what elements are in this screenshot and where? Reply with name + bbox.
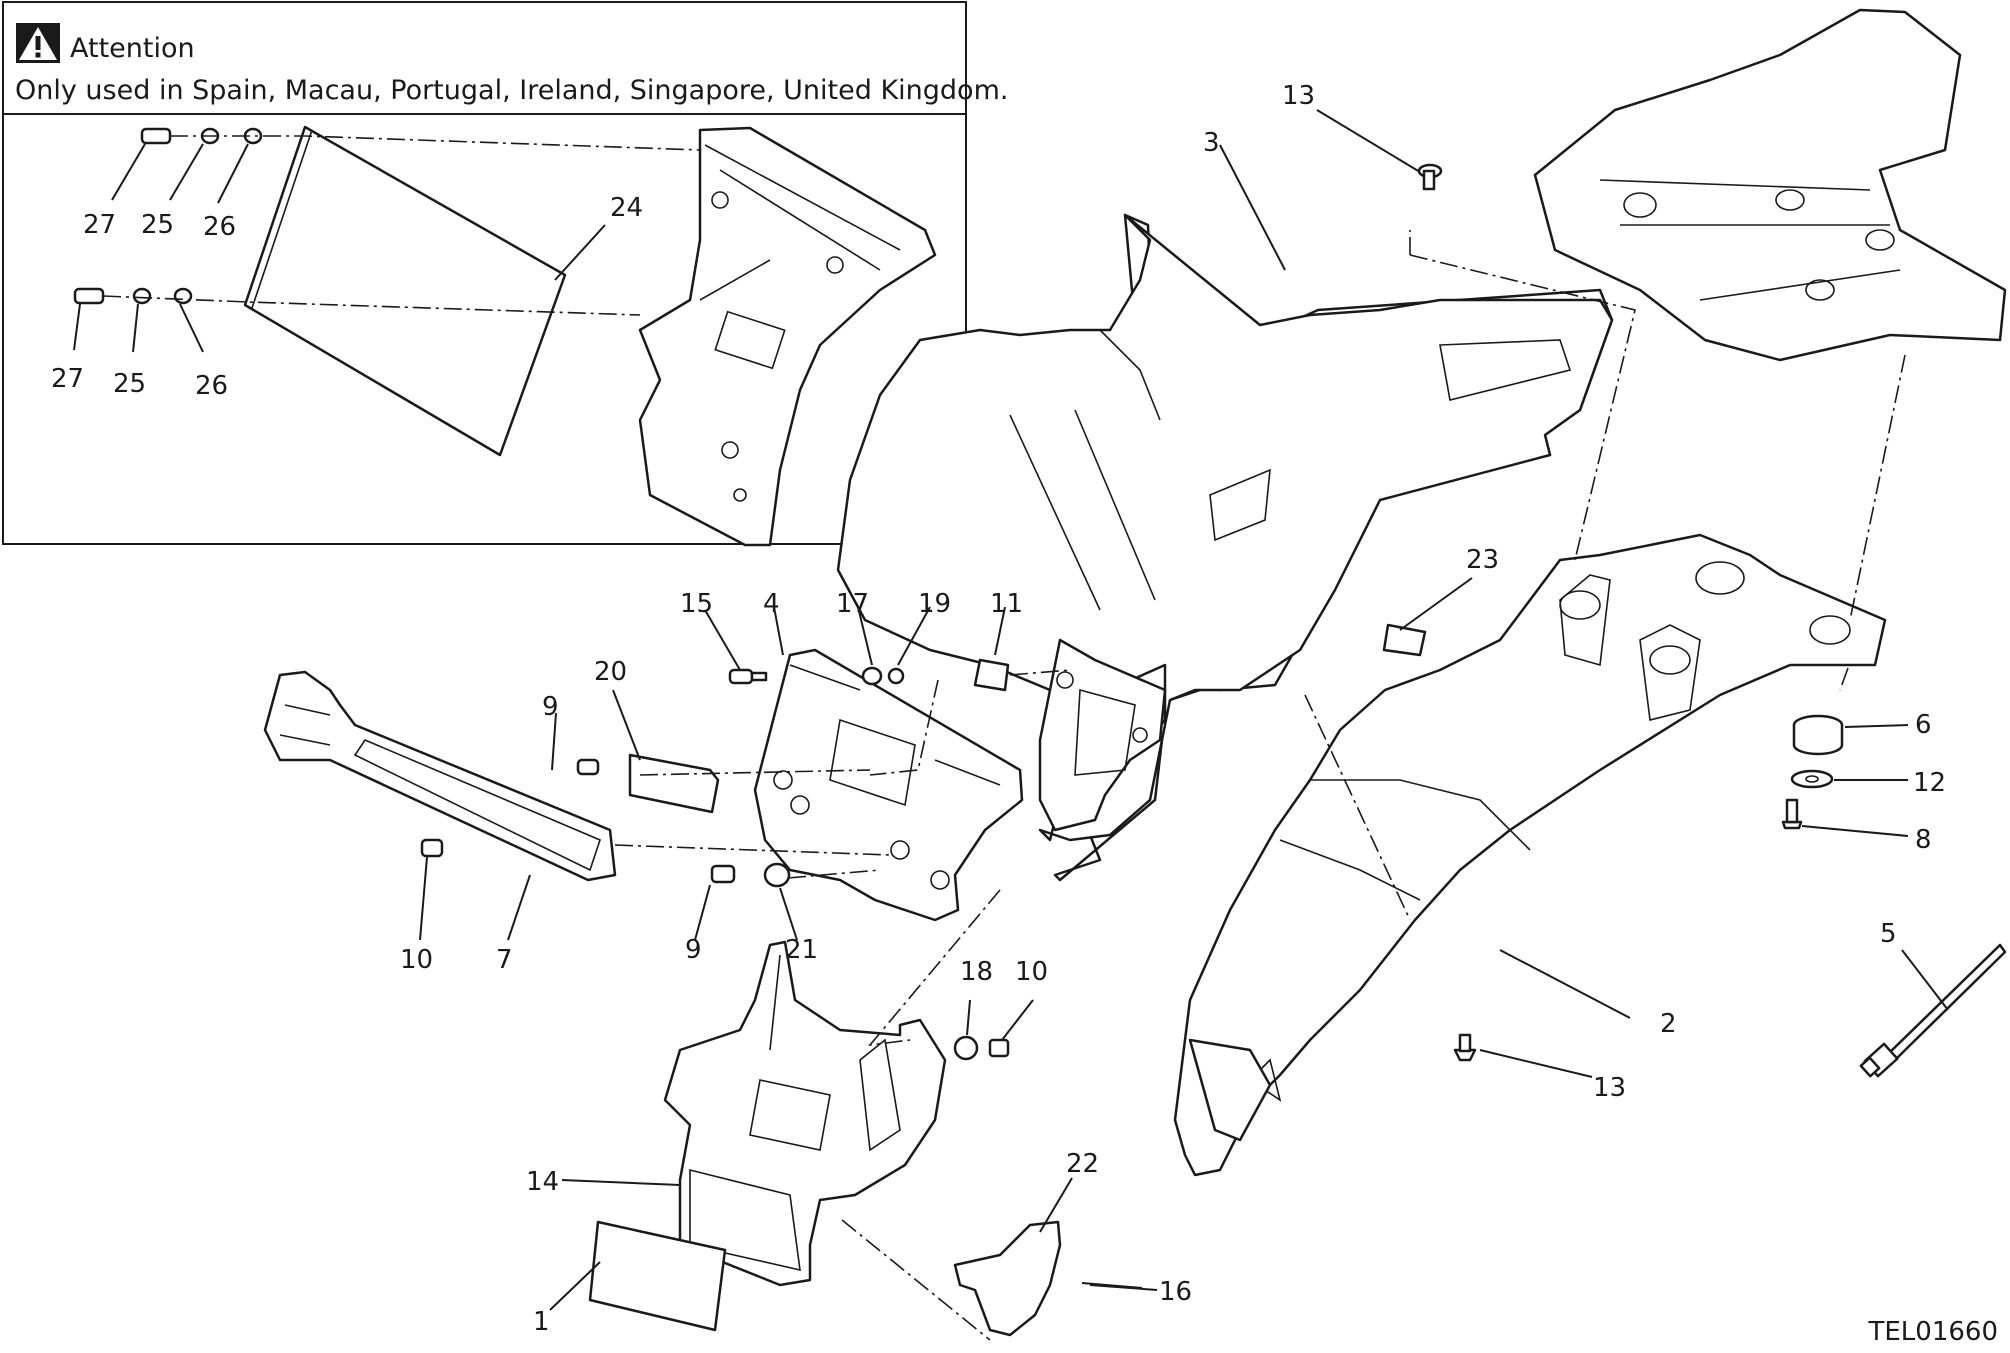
rear-frame-2	[1173, 533, 1887, 1177]
callout-26: 26	[203, 212, 236, 242]
callout-20: 20	[594, 657, 627, 687]
callout-11: 11	[990, 589, 1023, 619]
callout-4: 4	[763, 589, 780, 619]
callout-1: 1	[533, 1307, 550, 1337]
screw-8	[1781, 798, 1803, 830]
callout-14: 14	[526, 1167, 559, 1197]
clip-22	[953, 1220, 1062, 1337]
callout-3: 3	[1203, 128, 1220, 158]
callout-26: 26	[195, 371, 228, 401]
subframe-upper	[1533, 8, 2007, 362]
rubber-grommet-6	[1792, 714, 1844, 756]
callout-21: 21	[785, 935, 818, 965]
callout-19: 19	[918, 589, 951, 619]
callout-25: 25	[113, 369, 146, 399]
callout-7: 7	[496, 945, 513, 975]
callout-15: 15	[680, 589, 713, 619]
inset-leaders	[73, 143, 606, 353]
inset-plate-holder	[638, 126, 937, 547]
callout-12: 12	[1913, 768, 1946, 798]
callout-6: 6	[1915, 710, 1932, 740]
reflector-1	[588, 1220, 727, 1332]
callout-17: 17	[836, 589, 869, 619]
callout-27: 27	[83, 210, 116, 240]
warning-triangle-icon	[16, 23, 60, 63]
plate-holder-14	[663, 940, 947, 1287]
callout-10: 10	[1015, 957, 1048, 987]
leader-lines	[419, 109, 1949, 1311]
cable-tie-5	[1859, 943, 2007, 1078]
callout-9: 9	[542, 692, 559, 722]
attention-title: Attention	[70, 33, 195, 64]
attention-header: Attention Only used in Spain, Macau, Por…	[4, 3, 1008, 115]
callout-10: 10	[400, 945, 433, 975]
callout-8: 8	[1915, 825, 1932, 855]
assembly-lines	[614, 230, 1906, 1341]
callout-9: 9	[685, 935, 702, 965]
center-hardware	[420, 666, 1010, 1061]
callout-16: 16	[1159, 1277, 1192, 1307]
screw-13-top	[1417, 163, 1443, 191]
screw-13-bottom	[1453, 1033, 1477, 1062]
bracket-7	[263, 670, 617, 882]
plate-11	[973, 658, 1010, 692]
callout-27: 27	[51, 364, 84, 394]
rear-mudguard-lower	[1038, 638, 1167, 832]
attention-text: Only used in Spain, Macau, Portugal, Ire…	[15, 75, 1009, 106]
inset-screws	[73, 127, 701, 316]
callout-5: 5	[1880, 919, 1897, 949]
inset-plate-24	[243, 125, 567, 457]
drawing-code: TEL01660	[1868, 1317, 1998, 1347]
callout-labels: 27 25 26 27 25 26 24 13 3 23 6 12 8 5 2 …	[51, 81, 1946, 1337]
callout-13: 13	[1282, 81, 1315, 111]
callout-22: 22	[1066, 1149, 1099, 1179]
callout-2: 2	[1660, 1009, 1677, 1039]
pad-23	[1382, 623, 1427, 657]
callout-18: 18	[960, 957, 993, 987]
washer-12	[1790, 769, 1834, 789]
callout-25: 25	[141, 210, 174, 240]
bracket-4	[753, 648, 1024, 922]
callout-23: 23	[1466, 545, 1499, 575]
callout-24: 24	[610, 193, 643, 223]
callout-13: 13	[1593, 1073, 1626, 1103]
